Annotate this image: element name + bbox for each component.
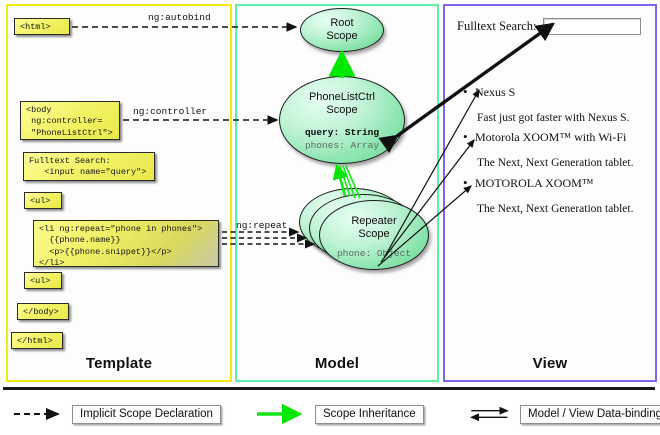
double-arrow-icon bbox=[469, 406, 509, 422]
dashed-arrow-icon bbox=[14, 408, 60, 420]
view-phone-snippet-0: Fast just got faster with Nexus S. bbox=[477, 112, 630, 125]
code-box-ul-close: <ul> bbox=[24, 272, 62, 289]
connector-label-autobind: ng:autobind bbox=[148, 12, 211, 23]
legend-label-implicit-scope-declaration: Implicit Scope Declaration bbox=[72, 404, 221, 424]
scope-title-repeater: Repeater Scope bbox=[351, 215, 397, 240]
code-box-fulltext-search: Fulltext Search: <input name="query"> bbox=[23, 152, 155, 181]
legend-item-scope-inheritance: Scope Inheritance bbox=[253, 404, 424, 424]
view-search-label: Fulltext Search: bbox=[457, 19, 537, 33]
view-panel: Fulltext Search: Nexus S Fast just got f… bbox=[449, 10, 649, 360]
green-arrow-icon bbox=[257, 404, 303, 424]
code-box-body-open: <body ng:controller= "PhoneListCtrl"> bbox=[20, 101, 120, 140]
code-box-html-open: <html> bbox=[14, 18, 70, 35]
scope-ellipse-root: Root Scope bbox=[300, 8, 384, 52]
code-box-body-close: </body> bbox=[17, 303, 69, 320]
column-label-template: Template bbox=[85, 355, 153, 372]
legend: Implicit Scope Declaration Scope Inherit… bbox=[0, 392, 660, 435]
view-phone-item-1: Motorola XOOM™ with Wi-Fi The Next, Next… bbox=[463, 130, 655, 170]
legend-label-scope-inheritance: Scope Inheritance bbox=[315, 404, 424, 424]
scope-ellipse-phonelistctrl: PhoneListCtrl Scope query: String phones… bbox=[279, 76, 405, 164]
legend-item-model-view-data-binding: Model / View Data-binding bbox=[468, 404, 660, 424]
code-box-html-close: </html> bbox=[11, 332, 63, 349]
view-phone-name-0: Nexus S bbox=[463, 85, 655, 100]
connector-label-repeat: ng:repeat bbox=[236, 220, 288, 231]
view-phone-name-2: MOTOROLA XOOM™ bbox=[463, 176, 655, 191]
legend-item-implicit-scope-declaration: Implicit Scope Declaration bbox=[10, 404, 221, 424]
view-search-row: Fulltext Search: bbox=[457, 18, 641, 35]
scope-prop-phones: phones: Array bbox=[304, 139, 380, 151]
scope-ellipse-repeater: Repeater Scope phone: Object bbox=[319, 200, 429, 270]
view-search-input[interactable] bbox=[542, 18, 641, 35]
legend-divider bbox=[3, 387, 655, 390]
code-box-li-repeat: <li ng:repeat="phone in phones"> {{phone… bbox=[33, 220, 219, 268]
connector-label-controller: ng:controller bbox=[133, 106, 208, 117]
view-phone-item-2: MOTOROLA XOOM™ The Next, Next Generation… bbox=[463, 176, 655, 216]
code-box-ul-open: <ul> bbox=[24, 192, 62, 209]
scope-prop-query: query: String bbox=[304, 127, 380, 139]
legend-label-model-view-data-binding: Model / View Data-binding bbox=[520, 404, 660, 424]
view-phone-item-0: Nexus S Fast just got faster with Nexus … bbox=[463, 85, 655, 125]
scope-title-phonelistctrl: PhoneListCtrl Scope bbox=[308, 91, 376, 116]
scope-prop-phone: phone: Object bbox=[336, 248, 412, 260]
scope-title-root: Root Scope bbox=[326, 17, 358, 42]
view-phone-snippet-1: The Next, Next Generation tablet. bbox=[477, 157, 634, 170]
view-phone-snippet-2: The Next, Next Generation tablet. bbox=[477, 203, 634, 216]
column-label-model: Model bbox=[314, 355, 360, 372]
column-label-view: View bbox=[532, 355, 568, 372]
view-phone-name-1: Motorola XOOM™ with Wi-Fi bbox=[463, 130, 655, 145]
